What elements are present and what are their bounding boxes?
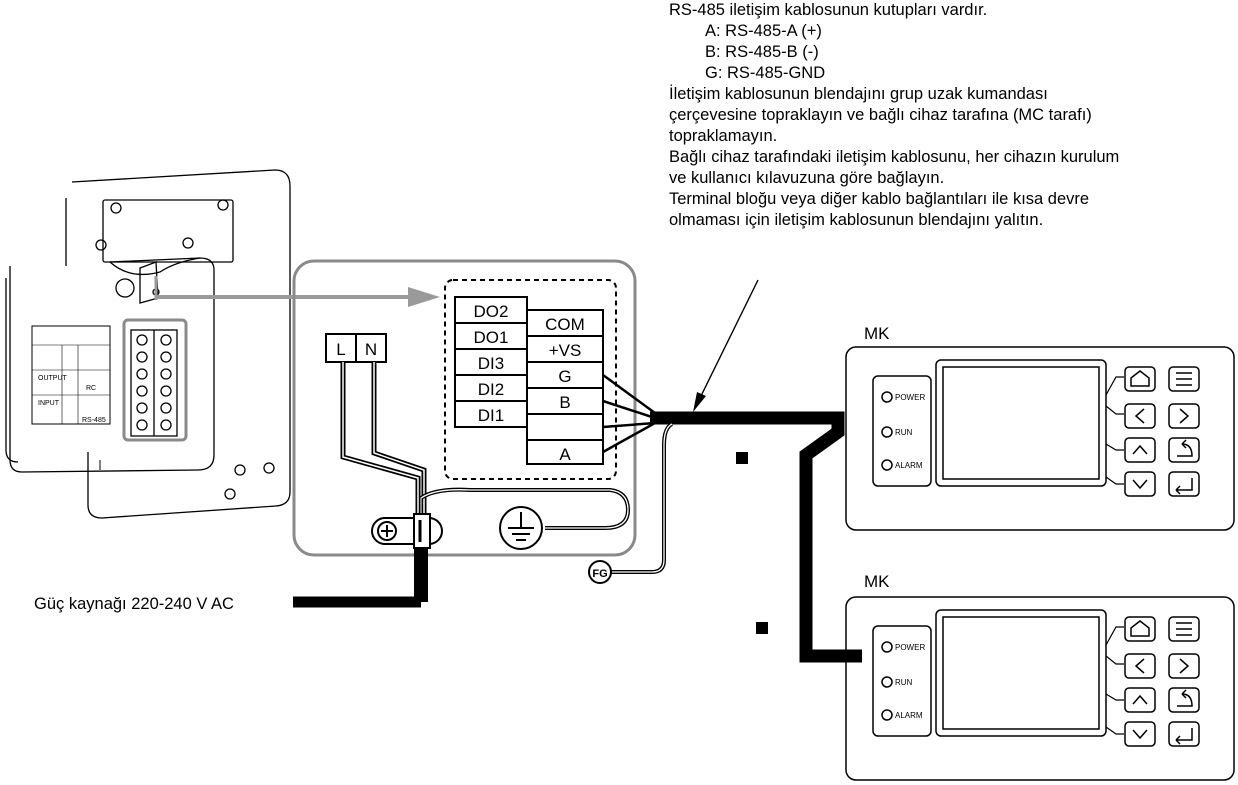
fg-terminal xyxy=(588,560,612,584)
note-line: Bağlı cihaz tarafındaki iletişim kablosu… xyxy=(669,148,1120,166)
menu-icon xyxy=(1176,372,1192,386)
svg-text:RC: RC xyxy=(86,385,96,392)
chevron-up-icon xyxy=(1132,694,1148,705)
note-line: Terminal bloğu veya diğer kablo bağlantı… xyxy=(669,190,1090,208)
terminal-screws xyxy=(136,334,172,431)
marker-square xyxy=(736,452,748,464)
chevron-down-icon xyxy=(1132,729,1148,740)
communication-cable xyxy=(650,411,862,663)
back-icon xyxy=(1177,439,1193,457)
chevron-up-icon xyxy=(1132,444,1148,455)
polarity-a: A: RS-485-A (+) xyxy=(705,22,822,40)
mk-bottom-run-label: RUN xyxy=(895,678,913,687)
note-line: topraklamayın. xyxy=(669,127,778,145)
terminal-a: A xyxy=(559,445,571,464)
note-line: ve kullanıcı kılavuzuna göre bağlayın. xyxy=(669,169,945,187)
ground-icon xyxy=(499,506,543,550)
terminal-dashed-frame xyxy=(444,279,617,480)
terminal-di1: DI1 xyxy=(478,406,504,425)
terminal-l: L xyxy=(336,340,345,359)
chevron-down-icon xyxy=(1132,479,1148,490)
enter-icon xyxy=(1175,478,1193,495)
svg-text:OUTPUT: OUTPUT xyxy=(38,375,68,382)
mk-top-alarm-label: ALARM xyxy=(895,461,923,470)
fg-label: FG xyxy=(592,568,607,580)
polarity-intro: RS-485 iletişim kablosunun kutupları var… xyxy=(669,1,988,19)
polarity-g: G: RS-485-GND xyxy=(705,64,826,82)
polarity-b: B: RS-485-B (-) xyxy=(705,43,819,61)
mk-label-bottom: MK xyxy=(864,572,890,591)
home-icon xyxy=(1130,620,1150,637)
home-icon xyxy=(1130,370,1150,387)
terminal-di2: DI2 xyxy=(478,380,504,399)
enter-icon xyxy=(1175,728,1193,745)
marker-square xyxy=(756,622,768,634)
menu-icon xyxy=(1176,622,1192,636)
chevron-left-icon xyxy=(1134,658,1145,674)
terminal-vs: +VS xyxy=(549,341,582,360)
terminal-com: COM xyxy=(545,315,585,334)
mk-top-run-label: RUN xyxy=(895,428,913,437)
terminal-b: B xyxy=(559,393,570,412)
chevron-right-icon xyxy=(1179,658,1190,674)
chevron-left-icon xyxy=(1134,408,1145,424)
mk-panel-top xyxy=(845,346,1235,531)
note-line: İletişim kablosunun blendajını grup uzak… xyxy=(669,85,1048,103)
chevron-right-icon xyxy=(1179,408,1190,424)
mk-panel-bottom xyxy=(845,596,1235,781)
power-wires xyxy=(340,362,631,530)
rs485-wires xyxy=(602,373,656,454)
terminal-do1: DO1 xyxy=(474,328,509,347)
svg-text:RS-485: RS-485 xyxy=(82,417,106,424)
mk-label-top: MK xyxy=(864,324,890,343)
controller-unit: OUTPUT INPUT RC RS-485 xyxy=(5,169,291,519)
mk-bottom-power-label: POWER xyxy=(895,643,925,652)
power-supply-label: Güç kaynağı 220-240 V AC xyxy=(34,595,234,613)
zoom-arrow xyxy=(154,276,440,307)
svg-text:INPUT: INPUT xyxy=(38,400,60,407)
mk-bottom-alarm-label: ALARM xyxy=(895,711,923,720)
terminal-n: N xyxy=(365,340,377,359)
cable-clamp xyxy=(371,513,443,549)
zoom-frame xyxy=(292,259,637,557)
back-icon xyxy=(1177,689,1193,707)
note-pointer-arrow xyxy=(693,279,759,412)
instruction-note: RS-485 iletişim kablosunun kutupları var… xyxy=(669,0,1238,231)
terminal-do2: DO2 xyxy=(474,302,509,321)
terminal-g: G xyxy=(558,367,571,386)
note-line: olmaması için iletişim kablosunun blenda… xyxy=(669,211,1044,229)
terminal-di3: DI3 xyxy=(478,354,504,373)
note-line: çerçevesine topraklayın ve bağlı cihaz t… xyxy=(669,106,1092,124)
mk-top-power-label: POWER xyxy=(895,393,925,402)
shield-wire xyxy=(610,422,674,574)
